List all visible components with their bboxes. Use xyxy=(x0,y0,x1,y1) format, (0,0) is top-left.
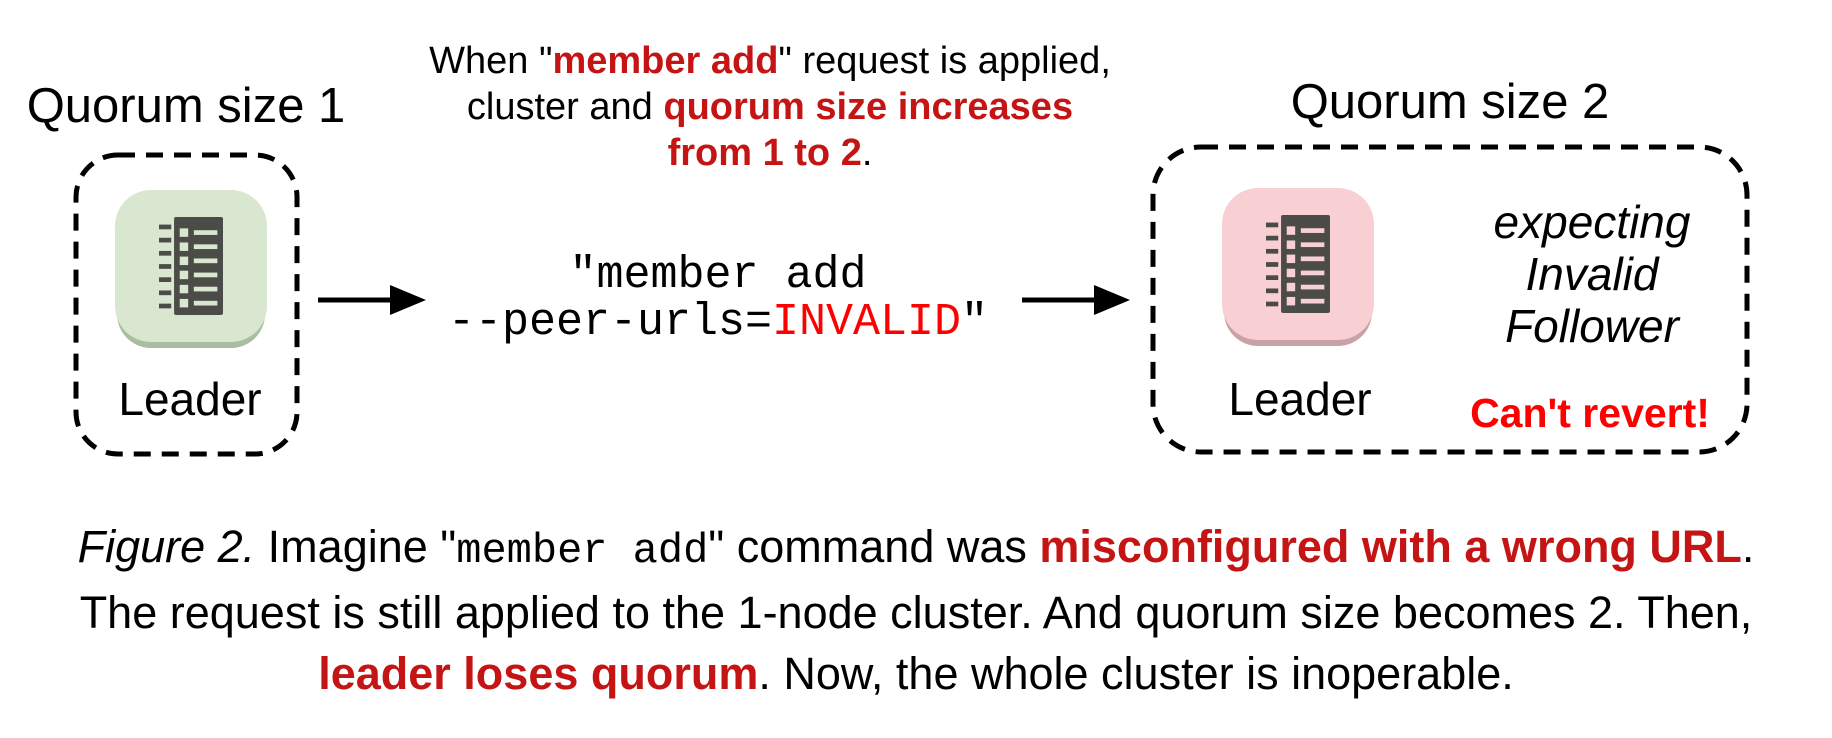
annotation-line-2: cluster and quorum size increases xyxy=(429,84,1111,130)
command-line-2: --peer-urls=INVALID" xyxy=(448,299,988,346)
figure-label: Figure 2. xyxy=(77,521,256,572)
dashed-border xyxy=(1150,144,1750,455)
figure-caption: Figure 2. Imagine "member add" command w… xyxy=(78,516,1755,704)
revert-warning: Can't revert! xyxy=(1470,390,1710,436)
right-cluster-title: Quorum size 2 xyxy=(1290,75,1610,129)
annotation-l3-black: . xyxy=(861,132,873,174)
caption-c2: " command was xyxy=(708,521,1040,572)
caption-c2-end: . xyxy=(1741,521,1755,572)
left-leader-label: Leader xyxy=(118,373,262,425)
annotation-l1-black2: " request is applied, xyxy=(778,40,1111,82)
right-cluster-box xyxy=(1150,144,1750,455)
dashed-border xyxy=(73,152,300,457)
note-line-1: expecting xyxy=(1493,196,1691,248)
caption-line-2: The request is still applied to the 1-no… xyxy=(79,587,1753,638)
command-line-1: "member add xyxy=(569,250,867,301)
server-rack-icon xyxy=(159,217,223,315)
caption-member-add-mono: member add xyxy=(456,527,709,575)
annotation-l1-red: member add xyxy=(552,40,779,82)
annotation-l2-red: quorum size increases xyxy=(663,86,1074,128)
annotation-text: When "member add" request is applied, cl… xyxy=(429,38,1111,176)
annotation-l3-red: from 1 to 2 xyxy=(667,132,862,174)
annotation-l2-black: cluster and xyxy=(466,86,664,128)
leader-node-green xyxy=(115,190,267,342)
follower-note: expecting Invalid Follower xyxy=(1494,196,1691,352)
annotation-line-3: from 1 to 2. xyxy=(429,130,1111,176)
right-leader-label: Leader xyxy=(1228,373,1372,425)
caption-c3-rest: . Now, the whole cluster is inoperable. xyxy=(758,648,1514,699)
caption-line-1: Figure 2. Imagine "member add" command w… xyxy=(78,516,1755,582)
caption-misconfigured-red: misconfigured with a wrong URL xyxy=(1039,521,1742,572)
command-text: "member add --peer-urls=INVALID" xyxy=(448,252,988,346)
caption-line-3: leader loses quorum. Now, the whole clus… xyxy=(78,643,1755,704)
leader-node-pink xyxy=(1222,188,1374,340)
caption-c1: Imagine " xyxy=(255,521,457,572)
annotation-line-1: When "member add" request is applied, xyxy=(429,38,1111,84)
left-cluster-box xyxy=(73,152,300,457)
caption-loses-quorum-red: leader loses quorum xyxy=(318,648,759,699)
note-line-3: Follower xyxy=(1505,300,1679,352)
command-close-quote: " xyxy=(961,297,989,348)
right-arrow-icon xyxy=(1022,280,1130,325)
server-rack-icon xyxy=(1266,215,1330,313)
command-invalid-value: INVALID xyxy=(772,297,962,348)
annotation-l1-black: When " xyxy=(429,40,553,82)
command-flag: --peer-urls= xyxy=(447,297,773,348)
note-line-2: Invalid xyxy=(1525,248,1659,300)
left-cluster-title: Quorum size 1 xyxy=(26,79,346,133)
right-arrow-icon xyxy=(318,280,426,325)
